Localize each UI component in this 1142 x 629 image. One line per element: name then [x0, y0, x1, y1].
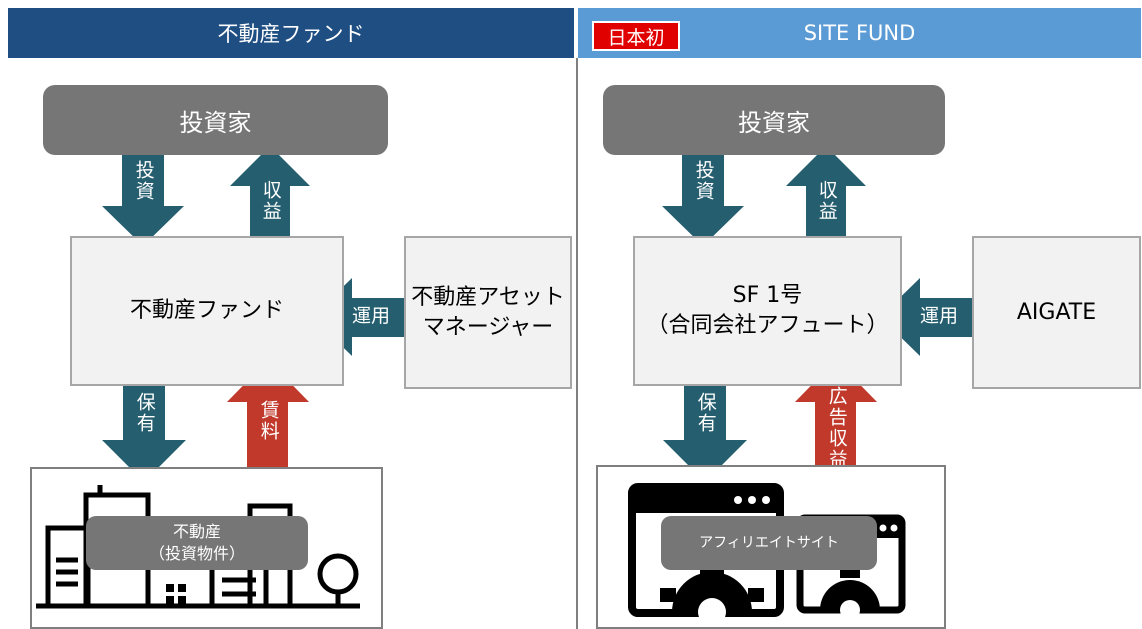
right-operate-arrow: [880, 278, 972, 356]
left-manager-line2: マネージャー: [422, 314, 554, 340]
right-fund-line2: （合同会社アフュート）: [646, 313, 889, 338]
left-asset-line1: 不動産: [172, 522, 221, 542]
left-hold-arrow: [102, 366, 186, 482]
right-operate-label: 運用: [920, 305, 959, 327]
right-invest-arrow: [662, 146, 744, 246]
right-revenue-arrow: [795, 360, 877, 488]
right-asset-label: アフィリエイトサイト: [661, 516, 877, 570]
left-investor-box: 投資家: [43, 85, 388, 155]
left-asset-line2: （投資物件）: [148, 544, 245, 563]
right-investor-box: 投資家: [603, 85, 945, 155]
left-rent-arrow: [227, 360, 309, 488]
left-return-arrow: [230, 146, 310, 246]
left-hold-label: 保有: [133, 392, 156, 434]
right-fund-box: SF 1号 （合同会社アフュート）: [633, 236, 902, 386]
left-fund-box: 不動産ファンド: [70, 236, 344, 386]
right-invest-label: 投資: [692, 160, 715, 202]
left-header: 不動産ファンド: [8, 8, 574, 58]
right-return-label: 収益: [815, 180, 838, 222]
right-revenue-label: 広告収益: [825, 386, 848, 470]
right-hold-arrow: [663, 366, 747, 482]
left-return-label: 収益: [259, 180, 282, 222]
left-manager-line1: 不動産アセット: [411, 284, 565, 310]
right-manager-box: AIGATE: [972, 236, 1141, 389]
left-asset-label: 不動産 （投資物件）: [86, 516, 308, 570]
right-hold-label: 保有: [694, 392, 717, 434]
left-operate-label: 運用: [352, 305, 391, 327]
left-invest-arrow: [102, 146, 184, 246]
japan-first-badge: 日本初: [592, 21, 680, 51]
right-return-arrow: [786, 146, 866, 246]
left-manager-box: 不動産アセット マネージャー: [404, 236, 572, 389]
right-fund-line1: SF 1号: [732, 283, 803, 309]
left-rent-label: 賃料: [257, 400, 280, 442]
panel-divider: [576, 58, 578, 629]
left-invest-label: 投資: [132, 160, 155, 202]
gear-icon: [660, 560, 880, 612]
